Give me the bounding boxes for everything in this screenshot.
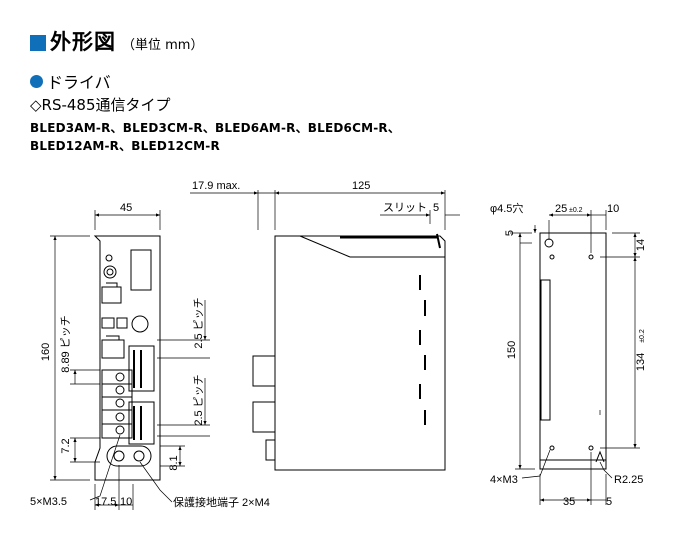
display-window bbox=[130, 249, 152, 291]
terminal-screw-5 bbox=[115, 425, 125, 435]
dim-5b: 5 bbox=[606, 496, 612, 508]
dim-125: 125 bbox=[352, 180, 370, 192]
mount-screw-3 bbox=[549, 445, 555, 451]
front-dimensions bbox=[50, 210, 210, 510]
back-dimensions bbox=[515, 210, 640, 505]
blue-dot-icon bbox=[30, 74, 43, 88]
dim-134: 134 bbox=[635, 353, 647, 371]
dim-150: 150 bbox=[506, 341, 518, 359]
tol-134: ±0.2 bbox=[639, 329, 646, 343]
models-line-2: BLED12AM-R、BLED12CM-R bbox=[30, 139, 220, 153]
models-line-1: BLED3AM-R、BLED3CM-R、BLED6AM-R、BLED6CM-R、 bbox=[30, 121, 401, 135]
vent-slits bbox=[419, 275, 426, 425]
dim-10-back: 10 bbox=[607, 203, 619, 215]
pitch-25-bottom: 2.5 ピッチ bbox=[192, 374, 205, 425]
dim-179max: 17.9 max. bbox=[192, 180, 240, 192]
type-label: ◇RS-485通信タイプ bbox=[30, 96, 171, 114]
terminal-screw-2 bbox=[115, 385, 125, 395]
dim-160: 160 bbox=[40, 343, 52, 361]
dim-72: 7.2 bbox=[60, 438, 72, 453]
terminal-screw-1 bbox=[115, 372, 125, 382]
dim-25: 25 bbox=[555, 203, 567, 215]
back-view bbox=[539, 232, 607, 470]
dim-81: 8.1 bbox=[168, 455, 180, 470]
io-connector-bottom bbox=[128, 401, 155, 445]
slit-label: スリット bbox=[383, 202, 427, 214]
screw-label: 5×M3.5 bbox=[30, 496, 67, 508]
pitch-889: 8.89 ピッチ bbox=[59, 315, 72, 372]
dim-5-back: 5 bbox=[504, 230, 516, 236]
dim-35: 35 bbox=[563, 496, 575, 508]
side-ground-part bbox=[265, 439, 276, 461]
back-panel bbox=[539, 232, 607, 470]
led-indicator bbox=[105, 254, 113, 262]
dim-14: 14 bbox=[635, 239, 647, 251]
dim-175: 17.5 bbox=[95, 496, 116, 508]
page-title: 外形図 （単位 mm） bbox=[30, 26, 203, 56]
speed-knob bbox=[131, 315, 149, 333]
title-text: 外形図 bbox=[50, 30, 116, 54]
m3-label: 4×M3 bbox=[490, 474, 518, 486]
ground-screw-1 bbox=[113, 450, 125, 462]
front-panel-outline bbox=[93, 235, 161, 481]
side-connector-1 bbox=[252, 355, 276, 387]
bottom-slot bbox=[595, 450, 605, 463]
connector-pins bbox=[133, 350, 142, 440]
ground-screw-2 bbox=[133, 450, 145, 462]
unit-text: （単位 mm） bbox=[122, 38, 204, 53]
connector-top bbox=[101, 282, 122, 304]
driver-label: ドライバ bbox=[47, 73, 111, 92]
terminal-screw-4 bbox=[115, 412, 125, 422]
switch-b bbox=[116, 317, 128, 329]
side-panel bbox=[274, 235, 446, 471]
driver-heading: ドライバ bbox=[30, 69, 111, 93]
dimension-labels: 45 160 8.89 ピッチ 7.2 2.5 ピッチ 2.5 ピッチ 8.1 … bbox=[30, 180, 647, 509]
front-view bbox=[93, 235, 161, 481]
rotary-switch bbox=[103, 265, 117, 279]
hole-label: φ4.5穴 bbox=[490, 201, 523, 215]
ground-terminal bbox=[106, 445, 152, 467]
mount-screw-1 bbox=[549, 254, 555, 260]
blue-square-icon bbox=[30, 35, 46, 51]
terminal-screw-3 bbox=[115, 398, 125, 408]
connector-middle bbox=[101, 335, 125, 359]
io-connector-top bbox=[128, 345, 155, 392]
mount-screw-2 bbox=[588, 254, 594, 260]
ground-label: 保護接地端子 2×M4 bbox=[173, 495, 270, 509]
tol-25: ±0.2 bbox=[569, 207, 583, 214]
side-dimensions bbox=[190, 190, 460, 230]
mount-screw-4 bbox=[588, 445, 594, 451]
dim-45: 45 bbox=[120, 202, 132, 214]
terminal-block bbox=[101, 369, 133, 439]
pitch-25-top: 2.5 ピッチ bbox=[192, 297, 205, 348]
switch-a bbox=[101, 317, 115, 329]
side-connector-2 bbox=[252, 401, 276, 433]
r-label: R2.25 bbox=[614, 474, 643, 486]
dim-10-front: 10 bbox=[120, 496, 132, 508]
back-rail bbox=[540, 279, 551, 421]
slit-dim: 5 bbox=[433, 202, 439, 214]
side-view bbox=[252, 233, 446, 471]
